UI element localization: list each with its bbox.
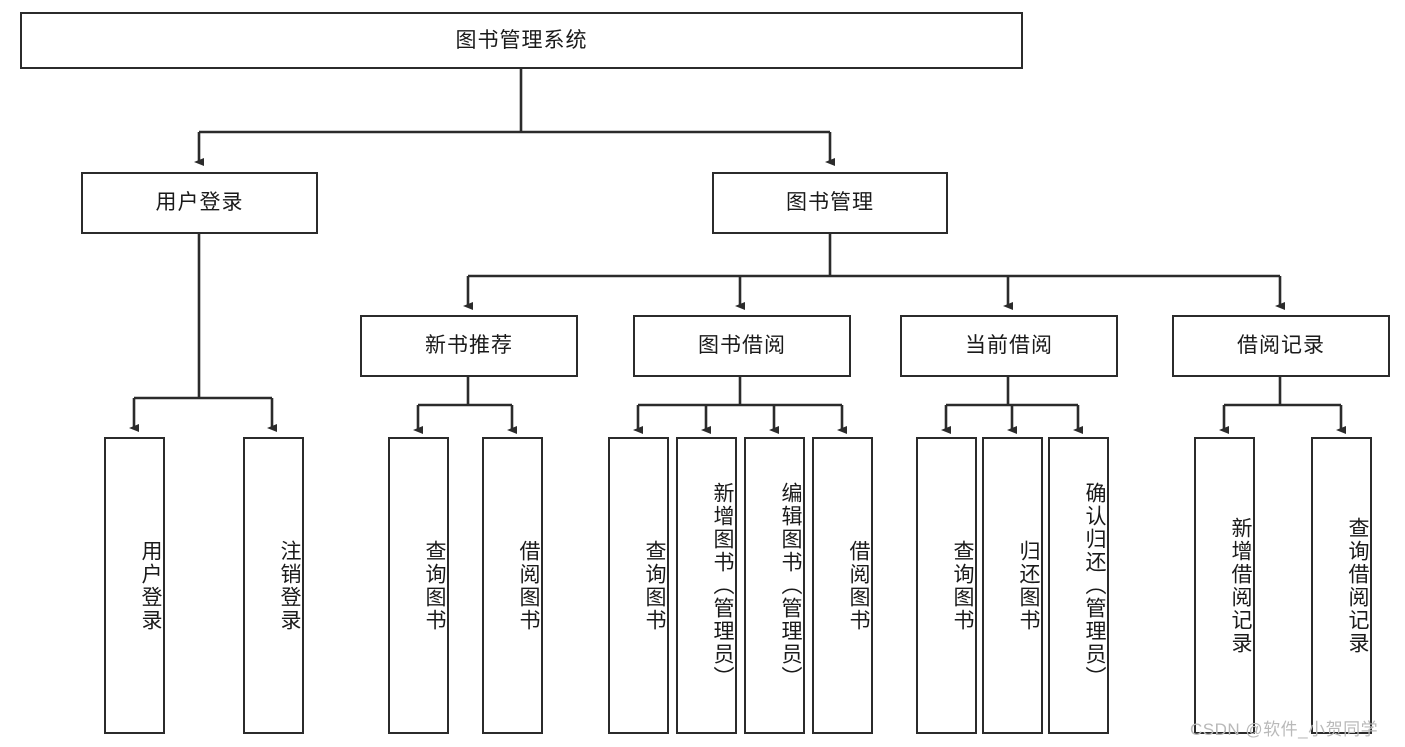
csdn-watermark: CSDN @软件_小贺同学 xyxy=(1190,720,1379,739)
node-borrow-record[interactable]: 借阅记录 xyxy=(1172,315,1390,377)
node-label: 借阅记录 xyxy=(1237,334,1325,358)
node-current-borrow[interactable]: 当前借阅 xyxy=(900,315,1118,377)
node-leaf-add-book-admin[interactable]: 新增图书（管理员） xyxy=(676,437,737,734)
node-label: 当前借阅 xyxy=(965,334,1053,358)
node-label: 查询图书 xyxy=(423,539,446,632)
node-label: 图书管理 xyxy=(786,191,874,215)
node-leaf-user-login[interactable]: 用户登录 xyxy=(104,437,165,734)
node-label: 图书借阅 xyxy=(698,334,786,358)
node-label: 新增图书（管理员） xyxy=(711,482,734,689)
node-label: 用户登录 xyxy=(139,539,162,632)
node-label: 新书推荐 xyxy=(425,334,513,358)
node-label: 借阅图书 xyxy=(517,539,540,632)
node-leaf-query-borrow-record[interactable]: 查询借阅记录 xyxy=(1311,437,1372,734)
node-new-book-recommend[interactable]: 新书推荐 xyxy=(360,315,578,377)
node-book-management[interactable]: 图书管理 xyxy=(712,172,948,234)
node-root-system[interactable]: 图书管理系统 xyxy=(20,12,1023,69)
node-leaf-confirm-return-admin[interactable]: 确认归还（管理员） xyxy=(1048,437,1109,734)
node-label: 编辑图书（管理员） xyxy=(779,482,802,689)
node-leaf-query-book-recommend[interactable]: 查询图书 xyxy=(388,437,449,734)
node-label: 新增借阅记录 xyxy=(1229,516,1252,655)
node-label: 借阅图书 xyxy=(847,539,870,632)
node-user-login[interactable]: 用户登录 xyxy=(81,172,318,234)
node-leaf-return-book[interactable]: 归还图书 xyxy=(982,437,1043,734)
node-label: 查询图书 xyxy=(951,539,974,632)
node-label: 注销登录 xyxy=(278,539,301,632)
node-leaf-add-borrow-record[interactable]: 新增借阅记录 xyxy=(1194,437,1255,734)
node-label: 查询借阅记录 xyxy=(1346,516,1369,655)
node-label: 查询图书 xyxy=(643,539,666,632)
node-label: 用户登录 xyxy=(155,191,244,215)
node-book-borrow[interactable]: 图书借阅 xyxy=(633,315,851,377)
node-leaf-query-book-borrow[interactable]: 查询图书 xyxy=(608,437,669,734)
node-label: 图书管理系统 xyxy=(455,28,588,52)
node-label: 归还图书 xyxy=(1017,539,1040,632)
node-leaf-edit-book-admin[interactable]: 编辑图书（管理员） xyxy=(744,437,805,734)
node-leaf-logout[interactable]: 注销登录 xyxy=(243,437,304,734)
node-label: 确认归还（管理员） xyxy=(1083,482,1106,689)
node-leaf-query-book-current[interactable]: 查询图书 xyxy=(916,437,977,734)
node-leaf-borrow-book[interactable]: 借阅图书 xyxy=(812,437,873,734)
node-leaf-borrow-book-recommend[interactable]: 借阅图书 xyxy=(482,437,543,734)
